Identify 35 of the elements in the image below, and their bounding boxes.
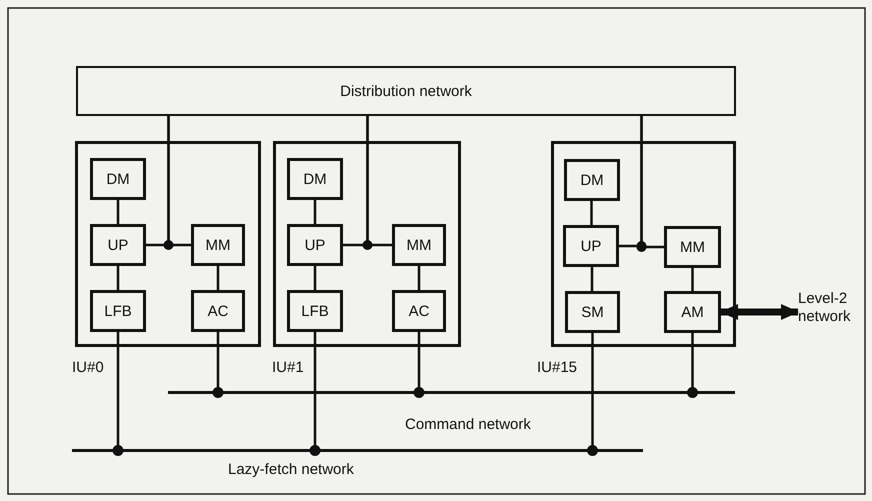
module-box: MM: [191, 224, 245, 266]
module-box: MM: [664, 226, 721, 268]
connector-line: [418, 266, 420, 290]
module-box: AM: [664, 291, 721, 333]
module-box: LFB: [90, 290, 146, 332]
unit-label: IU#0: [72, 359, 104, 376]
module-box: LFB: [287, 290, 343, 332]
network-label: Lazy-fetch network: [228, 461, 354, 478]
module-box: UP: [90, 224, 146, 266]
unit-label: IU#1: [272, 359, 304, 376]
connector-line: [314, 200, 316, 224]
module-box: UP: [563, 225, 619, 267]
module-box: AC: [191, 290, 245, 332]
network-label: Command network: [405, 416, 531, 433]
connector-line: [691, 268, 694, 291]
module-box: MM: [392, 224, 446, 266]
module-box: AC: [392, 290, 446, 332]
module-box: SM: [565, 291, 620, 333]
connector-line: [590, 267, 594, 291]
network-bar: Distribution network: [76, 66, 736, 116]
unit-label: IU#15: [537, 359, 578, 376]
text-label: Level-2 network: [798, 290, 866, 330]
connector-line: [116, 200, 120, 224]
connector-line: [314, 266, 316, 290]
connector-line: [116, 266, 120, 290]
module-box: UP: [287, 224, 343, 266]
connector-line: [590, 201, 593, 225]
connector-line: [366, 116, 392, 246]
connector-line: [640, 116, 664, 248]
connector-line: [167, 116, 191, 246]
module-box: DM: [90, 158, 146, 200]
connector-line: [216, 266, 220, 290]
module-box: DM: [564, 159, 620, 201]
arrow: [720, 304, 799, 320]
module-box: DM: [287, 158, 343, 200]
